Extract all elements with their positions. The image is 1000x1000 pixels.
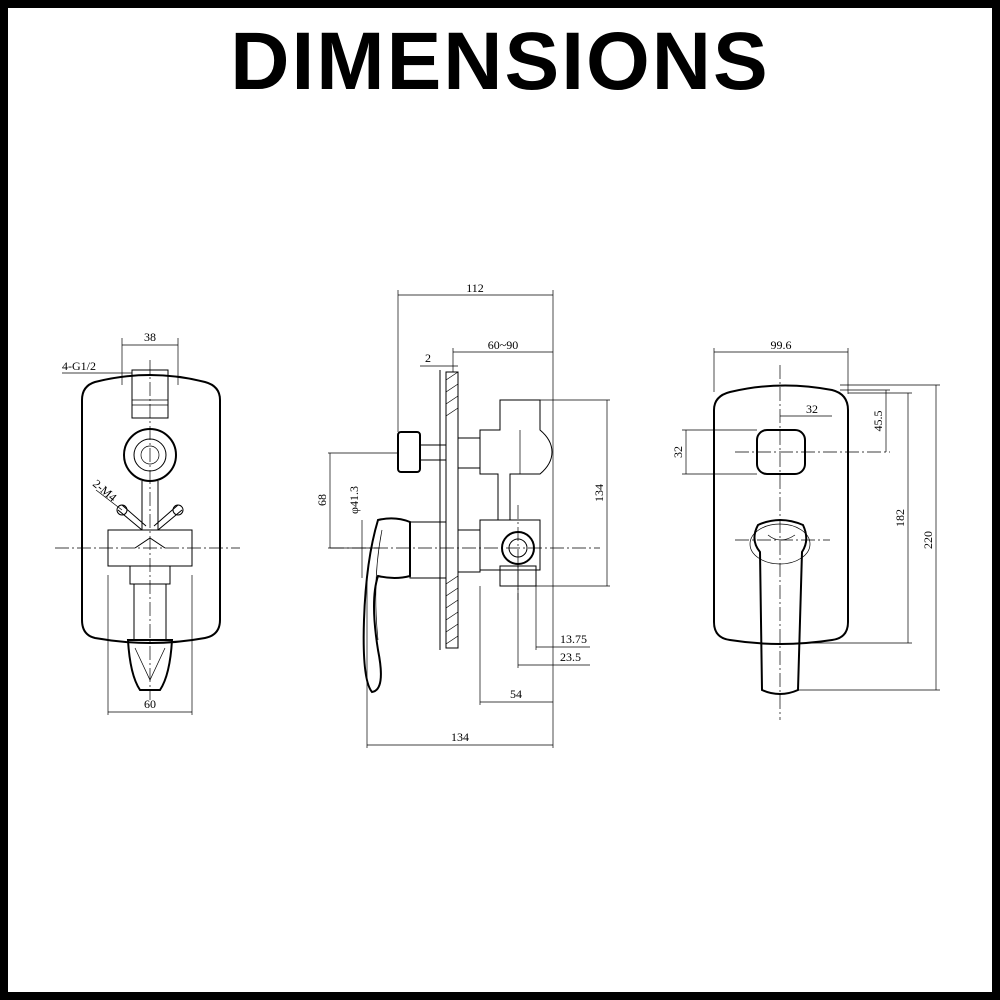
dim-134-horizontal: 134 (451, 730, 469, 744)
dim-220: 220 (921, 531, 935, 549)
dim-45-5: 45.5 (871, 411, 885, 432)
dim-112: 112 (466, 281, 484, 295)
dim-32-button: 32 (806, 402, 818, 416)
dim-38: 38 (144, 330, 156, 344)
rear-view: 38 4-G1/2 2-M4 60 (55, 330, 240, 715)
side-view: 112 60~90 2 68 φ41.3 134 13.75 23.5 54 (315, 281, 610, 748)
dim-23-5: 23.5 (560, 650, 581, 664)
dim-plate: 2 (425, 351, 431, 365)
dim-13-75: 13.75 (560, 632, 587, 646)
page-title: DIMENSIONS (230, 16, 770, 107)
front-view: 99.6 32 32 45.5 182 220 (671, 338, 940, 720)
dim-thread: 4-G1/2 (62, 359, 96, 373)
dim-68: 68 (315, 494, 329, 506)
dim-182: 182 (893, 509, 907, 527)
dim-54: 54 (510, 687, 522, 701)
dim-screws: 2-M4 (90, 477, 119, 505)
dim-134-vertical: 134 (592, 484, 606, 502)
dim-32-button-height: 32 (671, 446, 685, 458)
dim-bore: φ41.3 (347, 486, 361, 514)
dim-60: 60 (144, 697, 156, 711)
dim-99-6: 99.6 (771, 338, 792, 352)
dim-wall-range: 60~90 (488, 338, 519, 352)
